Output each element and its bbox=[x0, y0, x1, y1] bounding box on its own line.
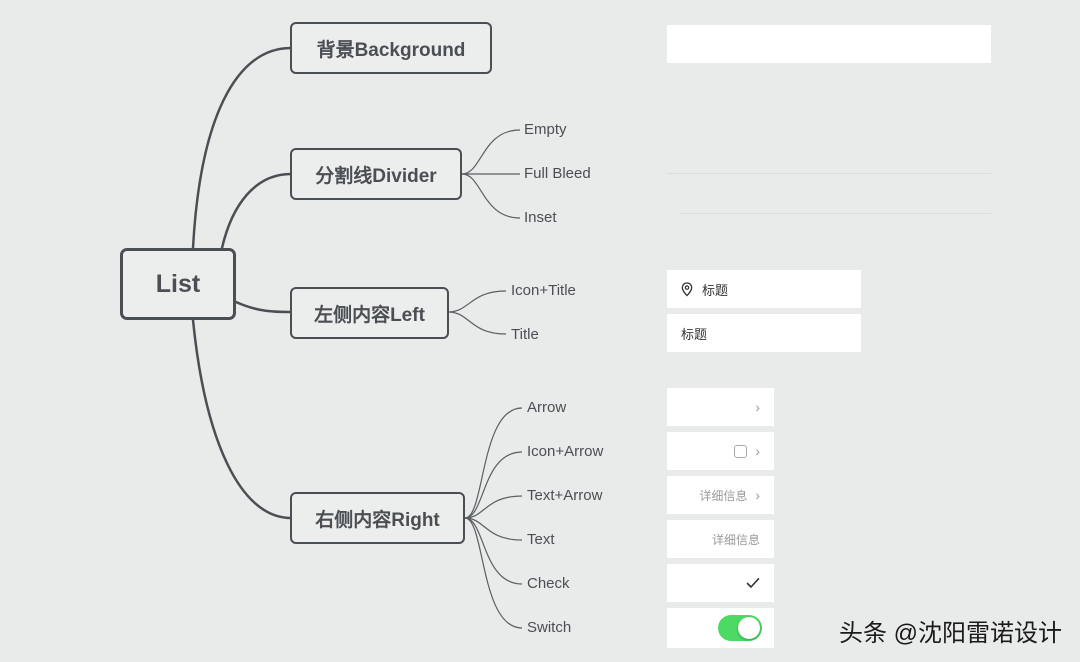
branch-background: 背景Background bbox=[290, 22, 492, 74]
link-divider-empty bbox=[461, 129, 521, 175]
sample-background bbox=[667, 25, 991, 63]
sample-check-row[interactable] bbox=[667, 564, 774, 602]
leaf-text-arrow: Text+Arrow bbox=[527, 487, 603, 504]
sample-text-arrow-row[interactable]: 详细信息 › bbox=[667, 476, 774, 514]
toggle-switch[interactable] bbox=[718, 615, 762, 641]
chevron-right-icon: › bbox=[755, 443, 760, 459]
sample-divider-full-bleed bbox=[667, 173, 991, 174]
row-title: 标题 bbox=[681, 326, 708, 342]
sample-divider-inset bbox=[680, 213, 991, 214]
link-root-right bbox=[191, 318, 293, 520]
watermark: 头条 @沈阳雷诺设计 bbox=[838, 620, 1062, 647]
link-right-textarrow bbox=[464, 495, 523, 519]
link-right-check bbox=[464, 517, 523, 585]
leaf-check: Check bbox=[527, 575, 570, 592]
leaf-switch: Switch bbox=[527, 619, 572, 636]
leaf-icon-arrow: Icon+Arrow bbox=[527, 443, 604, 460]
detail-text: 详细信息 bbox=[699, 488, 748, 503]
root-node-list: List bbox=[120, 248, 236, 320]
branch-divider: 分割线Divider bbox=[290, 148, 462, 200]
square-icon bbox=[734, 444, 748, 458]
sample-title-row[interactable]: 标题 bbox=[667, 314, 861, 352]
branch-right: 右侧内容Right bbox=[290, 492, 465, 544]
row-title: 标题 bbox=[702, 282, 729, 298]
link-right-arrow bbox=[464, 407, 523, 519]
leaf-inset: Inset bbox=[524, 209, 557, 226]
chevron-right-icon: › bbox=[755, 399, 760, 415]
detail-text: 详细信息 bbox=[711, 532, 760, 547]
link-root-divider bbox=[220, 172, 293, 250]
leaf-full-bleed: Full Bleed bbox=[524, 165, 591, 182]
branch-left: 左侧内容Left bbox=[290, 287, 449, 339]
leaf-text: Text bbox=[527, 531, 555, 548]
sample-icon-title-row[interactable]: 标题 bbox=[667, 270, 861, 308]
link-right-switch bbox=[464, 517, 523, 629]
link-root-left bbox=[234, 300, 293, 314]
link-left-icontitle bbox=[447, 290, 507, 313]
sample-arrow-row[interactable]: › bbox=[667, 388, 774, 426]
chevron-right-icon: › bbox=[755, 487, 760, 503]
toggle-knob bbox=[738, 617, 760, 639]
sample-switch-row[interactable] bbox=[667, 608, 774, 648]
location-pin-icon bbox=[681, 281, 693, 297]
sample-text-row[interactable]: 详细信息 bbox=[667, 520, 774, 558]
link-right-iconarrow bbox=[464, 451, 523, 519]
leaf-icon-title: Icon+Title bbox=[511, 282, 576, 299]
leaf-arrow: Arrow bbox=[527, 399, 567, 416]
leaf-title: Title bbox=[511, 326, 539, 343]
link-root-background bbox=[191, 46, 293, 250]
sample-icon-arrow-row[interactable]: › bbox=[667, 432, 774, 470]
link-divider-inset bbox=[461, 173, 521, 219]
link-right-text bbox=[464, 517, 523, 541]
leaf-empty: Empty bbox=[524, 121, 567, 138]
checkmark-icon bbox=[746, 577, 760, 589]
link-left-title bbox=[447, 311, 507, 335]
